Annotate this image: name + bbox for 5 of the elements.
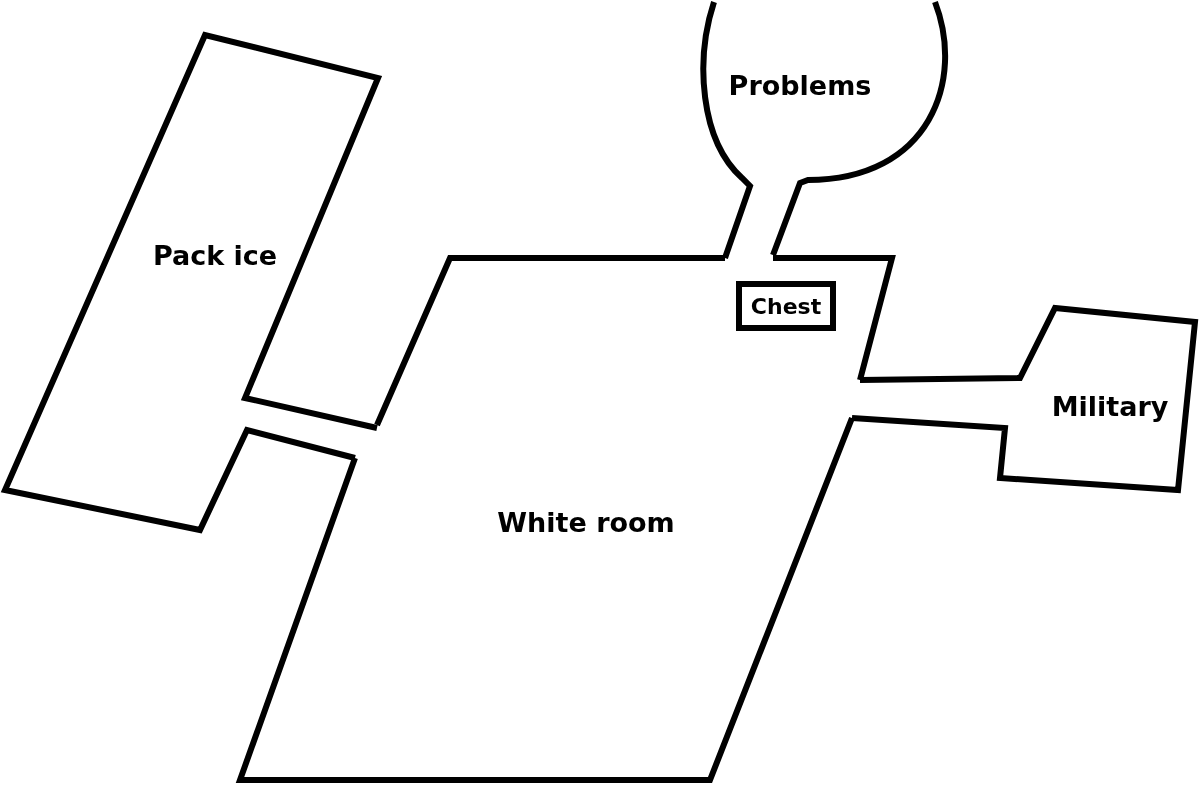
room-label: Pack ice [152,239,278,271]
room-label: Military [1051,390,1169,422]
room-label: White room [497,506,675,538]
room-label: Problems [728,69,872,101]
item-label: Chest [750,293,822,319]
